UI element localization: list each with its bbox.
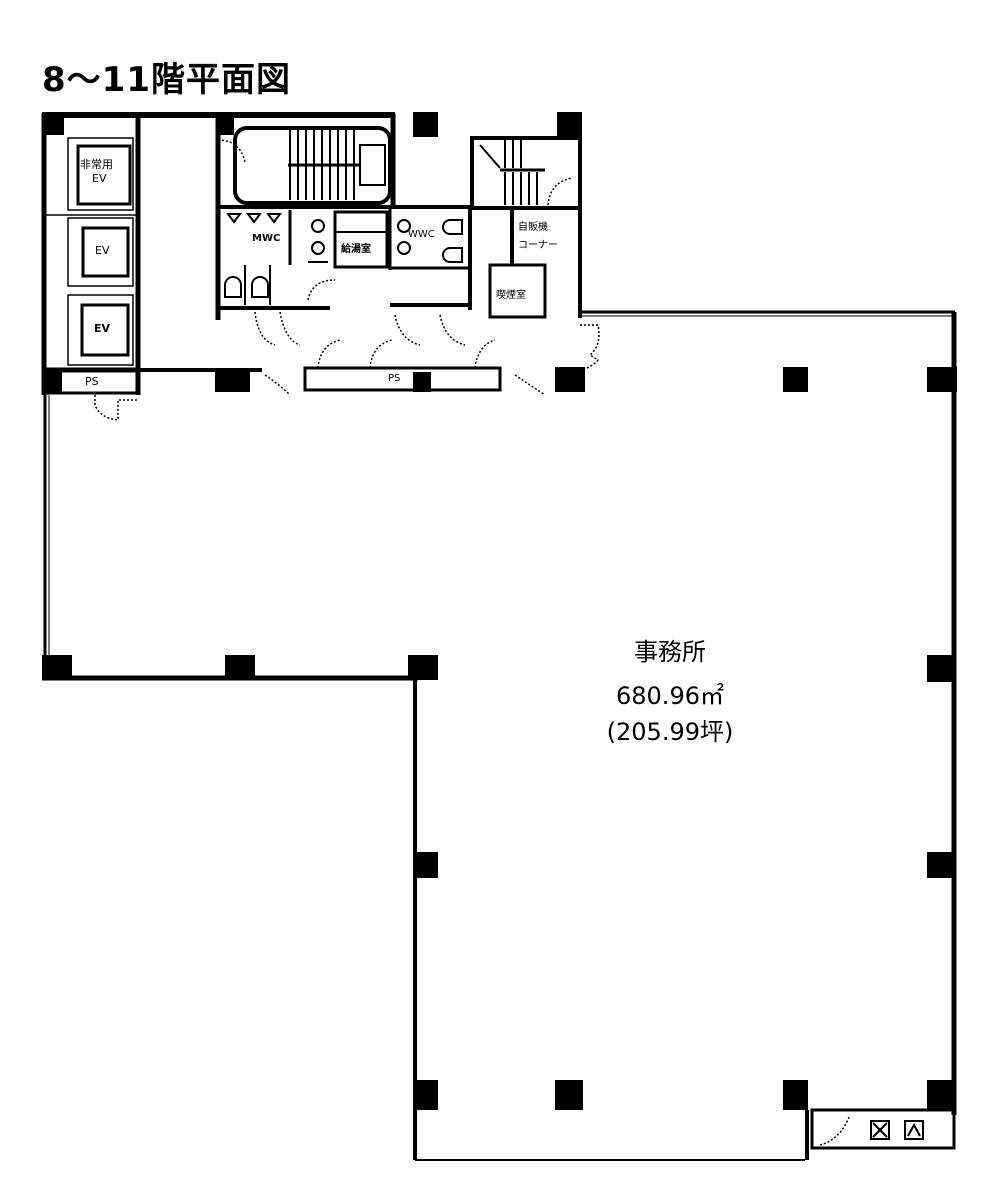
room-label-emergency-ev-sub: EV <box>92 172 107 185</box>
room-label-smoking: 喫煙室 <box>496 290 526 301</box>
page-title: 8～11階平面図 <box>42 60 291 100</box>
room-label-ps-center: PS <box>388 373 401 384</box>
box-x-icon <box>870 1120 890 1140</box>
room-label-kitchenette: 給湯室 <box>341 244 371 255</box>
room-label-vending-sub: コーナー <box>518 240 558 251</box>
room-label-ev-2: EV <box>94 322 111 335</box>
room-label-emergency-ev: 非常用 <box>80 158 113 171</box>
room-label-ps-left: PS <box>85 375 99 388</box>
box-fan-icon <box>904 1120 924 1140</box>
office-label: 事務所 <box>634 638 706 666</box>
office-area-tsubo: (205.99坪) <box>606 718 734 746</box>
room-label-vending: 自販機 <box>518 222 548 233</box>
room-label-wwc: WWC <box>408 229 435 240</box>
room-label-mwc: MWC <box>252 233 281 244</box>
room-label-ev-1: EV <box>95 244 110 257</box>
office-area-sqm: 680.96㎡ <box>616 682 724 710</box>
